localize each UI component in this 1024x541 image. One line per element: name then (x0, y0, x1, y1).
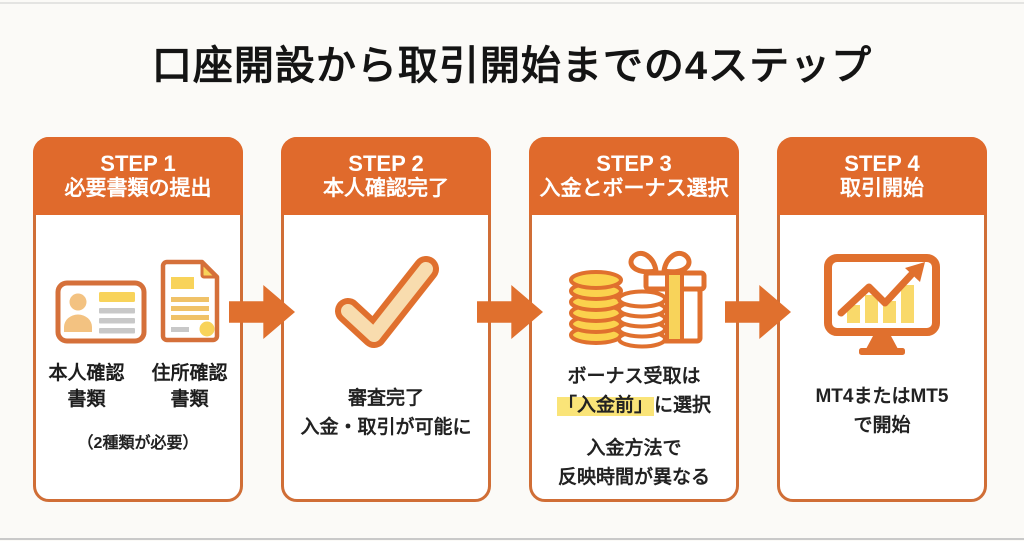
step2-body: 審査完了 入金・取引が可能に (284, 215, 488, 499)
step3-card: STEP 3 入金とボーナス選択 (529, 137, 739, 502)
step3-bonus-text: ボーナス受取は 「入金前」に選択 (556, 366, 712, 417)
address-doc-label: 住所確認 書類 (151, 363, 228, 410)
step1-heading: 必要書類の提出 (64, 177, 212, 200)
step1-icons (55, 257, 221, 349)
step3-body: ボーナス受取は 「入金前」に選択 入金方法で 反映時間が異なる (532, 215, 736, 499)
coins-gift-icon (560, 239, 708, 356)
step4-body: MT4またはMT5 で開始 (780, 215, 984, 499)
step4-card: STEP 4 取引開始 (777, 137, 987, 502)
step3-deposit-text: 入金方法で 反映時間が異なる (557, 437, 710, 489)
step3-label: STEP 3 (596, 151, 672, 176)
step3-heading: 入金とボーナス選択 (539, 177, 729, 200)
step1-card: STEP 1 必要書類の提出 (33, 137, 243, 502)
step2-text: 審査完了 入金・取引が可能に (300, 388, 472, 439)
step3-header: STEP 3 入金とボーナス選択 (529, 137, 739, 215)
step1-note: （2種類が必要） (77, 435, 199, 453)
id-card-icon (55, 280, 147, 349)
step1-header: STEP 1 必要書類の提出 (33, 137, 243, 215)
screenshot-bottom-edge (0, 538, 1024, 540)
step1-body: 本人確認 書類 住所確認 書類 （2種類が必要） (36, 215, 240, 499)
step1-label: STEP 1 (100, 151, 176, 176)
step2-label: STEP 2 (348, 151, 424, 176)
monitor-chart-icon (823, 253, 941, 360)
step4-text: MT4またはMT5 で開始 (815, 386, 949, 437)
checkmark-icon (330, 255, 442, 358)
step4-header: STEP 4 取引開始 (777, 137, 987, 215)
identity-doc-label: 本人確認 書類 (48, 363, 125, 410)
page-title: 口座開設から取引開始までの4ステップ (151, 44, 873, 88)
screenshot-top-edge (0, 2, 1024, 4)
step2-header: STEP 2 本人確認完了 (281, 137, 491, 215)
step4-heading: 取引開始 (840, 177, 924, 200)
highlighted-text: 「入金前」 (556, 395, 654, 417)
step2-heading: 本人確認完了 (323, 177, 449, 200)
step1-doc-labels: 本人確認 書類 住所確認 書類 (38, 361, 238, 412)
steps-row: STEP 1 必要書類の提出 (33, 137, 987, 502)
document-icon (159, 258, 221, 349)
step2-card: STEP 2 本人確認完了 審査完了 入金・取引が可能に (281, 137, 491, 502)
step4-label: STEP 4 (844, 151, 920, 176)
